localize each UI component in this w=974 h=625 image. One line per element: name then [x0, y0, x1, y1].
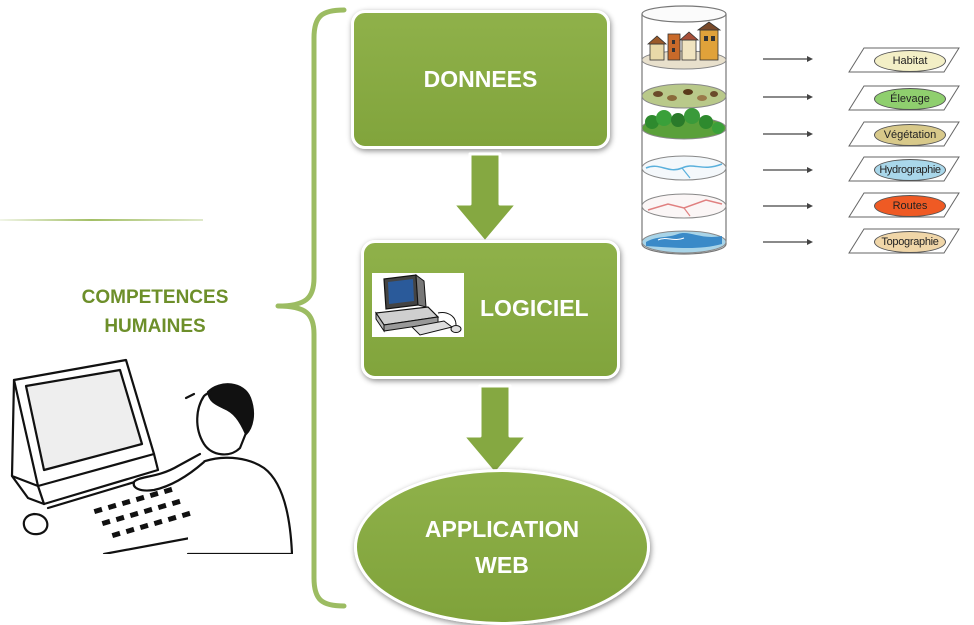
web-label: WEB — [475, 552, 529, 578]
layer-label-topographie: Topographie — [881, 236, 939, 248]
layer-arrow-5 — [763, 203, 813, 209]
layer-hydrographie: Hydrographie — [848, 156, 960, 182]
layer-arrow-4 — [763, 167, 813, 173]
donnees-box: DONNEES — [351, 10, 610, 149]
layer-pill-hydrographie: Hydrographie — [874, 159, 946, 181]
layer-label-vegetation: Végétation — [883, 129, 937, 141]
layer-pill-vegetation: Végétation — [874, 124, 946, 146]
competences-line-2: HUMAINES — [104, 316, 206, 337]
competences-line-1: COMPETENCES — [81, 287, 229, 308]
layer-habitat: Habitat — [848, 47, 960, 73]
layer-pill-routes: Routes — [874, 195, 946, 217]
gis-layers-cylinder — [641, 5, 727, 255]
layer-arrow-6 — [763, 239, 813, 245]
layer-pill-topographie: Topographie — [874, 231, 946, 253]
curly-bracket — [275, 7, 347, 609]
competences-humaines-label: COMPETENCES HUMAINES — [40, 283, 270, 341]
donnees-label: DONNEES — [423, 66, 538, 92]
layer-pill-elevage: Élevage — [874, 88, 946, 110]
layer-vegetation: Végétation — [848, 121, 960, 147]
application-web-ellipse: APPLICATION WEB — [354, 469, 650, 625]
layer-elevage: Élevage — [848, 85, 960, 111]
person-at-computer-illustration — [10, 358, 293, 554]
habitat-layer-image — [641, 21, 727, 70]
elevage-layer-image — [641, 83, 727, 109]
logiciel-label: LOGICIEL — [480, 295, 589, 321]
topography-layer-image — [641, 230, 727, 254]
layer-label-routes: Routes — [892, 200, 928, 212]
layer-label-habitat: Habitat — [892, 55, 928, 67]
layer-label-elevage: Élevage — [890, 93, 930, 105]
layer-arrow-1 — [763, 56, 813, 62]
layer-arrow-2 — [763, 94, 813, 100]
routes-layer-image — [641, 193, 727, 219]
layer-pill-habitat: Habitat — [874, 50, 946, 72]
down-arrow-2 — [461, 384, 529, 476]
vegetation-layer-image — [641, 108, 727, 140]
layer-label-hydrographie: Hydrographie — [879, 164, 941, 176]
layer-routes: Routes — [848, 192, 960, 218]
hydrography-layer-image — [641, 155, 727, 181]
decorative-line — [0, 219, 203, 221]
layer-arrow-3 — [763, 131, 813, 137]
down-arrow-1 — [451, 152, 519, 244]
computer-icon — [372, 273, 464, 337]
layer-topographie: Topographie — [848, 228, 960, 254]
application-label: APPLICATION — [424, 516, 580, 542]
logiciel-box: LOGICIEL — [361, 240, 620, 379]
